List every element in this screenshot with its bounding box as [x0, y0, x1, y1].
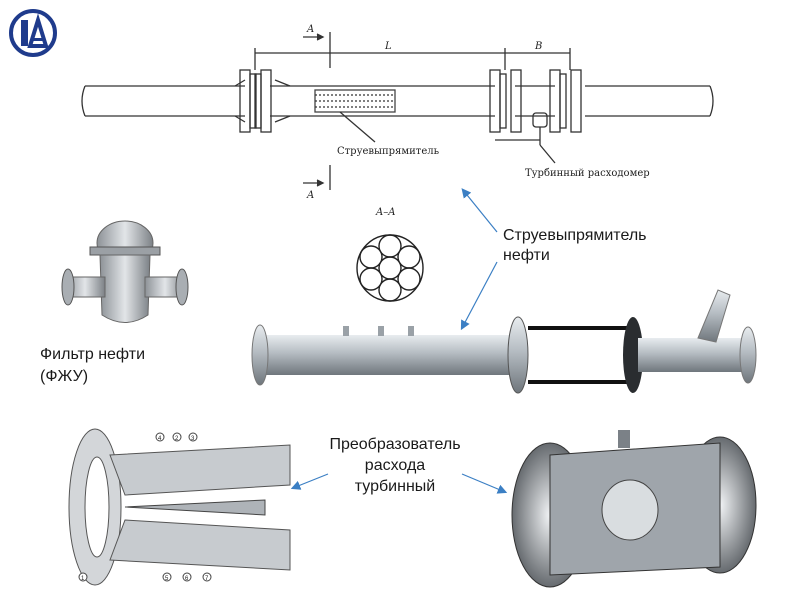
logo — [9, 9, 57, 57]
cutaway-number: 3 — [191, 436, 195, 442]
converter-label: Преобразователь расхода турбинный — [320, 434, 470, 497]
converter-label-line3: турбинный — [354, 478, 436, 495]
cutaway-number: 1 — [81, 576, 85, 582]
section-aa-title: A–A — [375, 207, 395, 218]
straightener-label-line2: нефти — [503, 247, 550, 264]
straightener-label-line1: Струевыпрямитель — [503, 227, 647, 244]
cutaway-number: 7 — [205, 576, 209, 582]
converter-label-line1: Преобразователь — [329, 436, 461, 453]
filter-label: Фильтр нефти (ФЖУ) — [40, 344, 145, 388]
drawing-label-straightener: Струевыпрямитель — [337, 146, 440, 157]
filter-label-line1: Фильтр нефти — [40, 346, 146, 363]
cutaway-number: 5 — [165, 576, 169, 582]
dimension-l: L — [384, 41, 392, 52]
cutaway-number: 4 — [158, 436, 162, 442]
straightener-photo — [251, 289, 757, 394]
cutaway-number: 2 — [175, 436, 179, 442]
filter-label-line2: (ФЖУ) — [40, 368, 89, 385]
turbine-cutaway-photo — [511, 430, 757, 588]
section-mark-bottom: A — [306, 190, 314, 201]
turbine-cutaway-drawing: 4 2 3 1 5 6 7 — [68, 428, 291, 586]
converter-label-line2: расхода — [364, 457, 426, 474]
pipeline-drawing: A A L B Струевыпрямитель Турбинный расхо… — [81, 24, 714, 201]
dimension-b: B — [534, 41, 542, 52]
section-aa-diagram: A–A — [356, 207, 424, 302]
cutaway-number: 6 — [185, 576, 189, 582]
drawing-label-turbine-meter: Турбинный расходомер — [525, 168, 650, 179]
section-mark-top: A — [306, 24, 314, 35]
oil-filter-image — [61, 220, 189, 323]
straightener-label: Струевыпрямитель нефти — [503, 226, 647, 266]
